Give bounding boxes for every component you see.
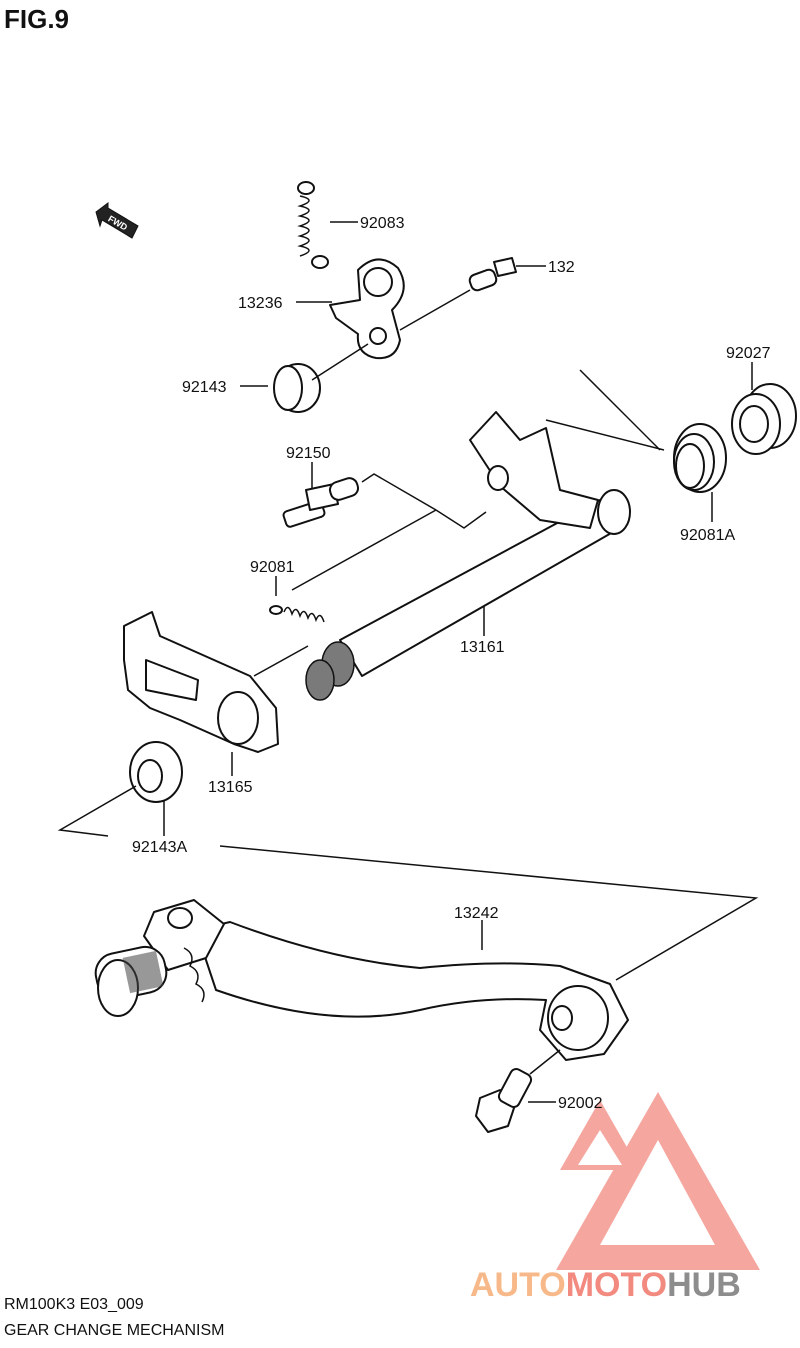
- washer-92143a: [129, 741, 183, 803]
- bolt-132: [468, 257, 517, 292]
- axis-13242: [219, 845, 759, 981]
- axis-13236: [399, 289, 471, 331]
- watermark-text: AUTOMOTOHUB: [470, 1266, 741, 1304]
- axis-92002: [529, 1049, 561, 1075]
- watermark-moto: MOTO: [566, 1266, 667, 1304]
- shaft-13161: [305, 411, 631, 701]
- label-92143a: 92143A: [132, 839, 187, 856]
- label-132: 132: [548, 259, 575, 276]
- collar-92027: [731, 383, 797, 455]
- label-92083: 92083: [360, 215, 405, 232]
- watermark-logo: [556, 1092, 760, 1270]
- spring-92081a: [545, 369, 727, 493]
- label-92002: 92002: [558, 1095, 603, 1112]
- plate-13165: [123, 611, 279, 753]
- label-13165: 13165: [208, 779, 253, 796]
- roller-92143: [273, 363, 321, 413]
- spring-92081: [269, 605, 325, 623]
- label-13236: 13236: [238, 295, 283, 312]
- watermark-hub: HUB: [667, 1266, 741, 1304]
- spring-92083: [297, 181, 329, 269]
- pin-92150: [282, 477, 360, 528]
- label-13242: 13242: [454, 905, 499, 922]
- fwd-arrow-icon: FWD: [95, 202, 139, 239]
- section-name: GEAR CHANGE MECHANISM: [4, 1322, 225, 1339]
- watermark-auto: AUTO: [470, 1266, 566, 1304]
- lever-13242: [94, 899, 629, 1061]
- label-92150: 92150: [286, 445, 331, 462]
- model-code: RM100K3 E03_009: [4, 1296, 144, 1313]
- label-92143: 92143: [182, 379, 227, 396]
- bolt-92002: [475, 1068, 533, 1133]
- figure-title: FIG.9: [4, 4, 70, 34]
- axis-92143: [311, 343, 369, 381]
- label-92081: 92081: [250, 559, 295, 576]
- label-92027: 92027: [726, 345, 771, 362]
- label-13161: 13161: [460, 639, 505, 656]
- axis-92143a: [57, 785, 137, 837]
- label-92081a: 92081A: [680, 527, 735, 544]
- plate-13236: [329, 258, 405, 360]
- axis-92150: [361, 473, 487, 529]
- axis-13165: [253, 645, 309, 677]
- axis-92081: [291, 509, 437, 591]
